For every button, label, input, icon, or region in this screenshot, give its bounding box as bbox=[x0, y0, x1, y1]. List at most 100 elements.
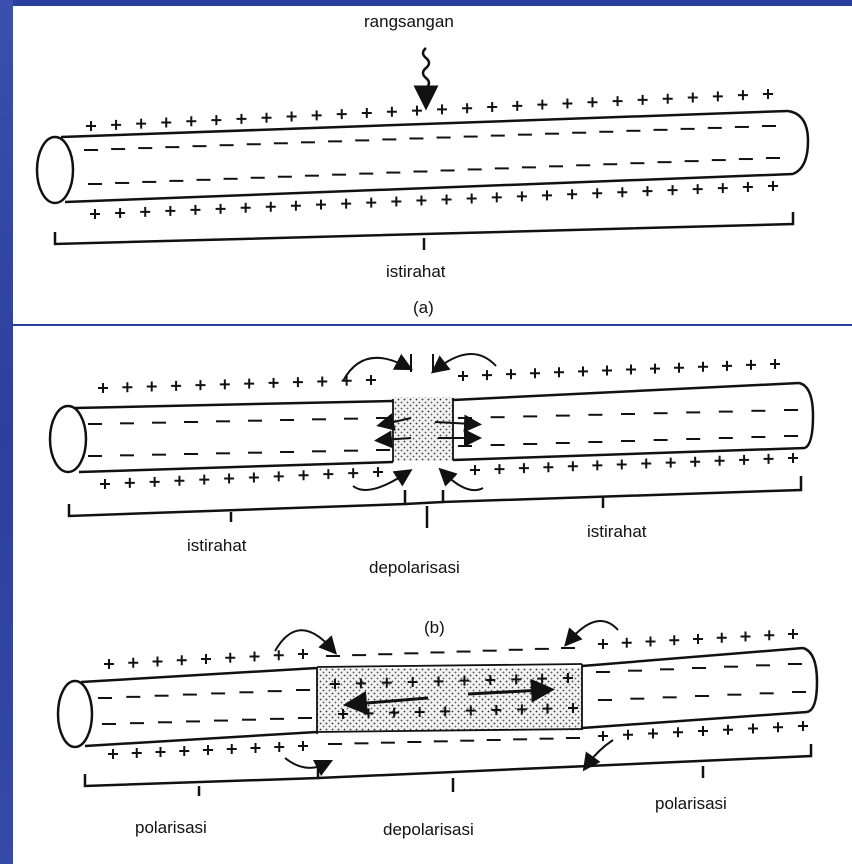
caption-a: (a) bbox=[413, 298, 434, 318]
plus-sign bbox=[743, 182, 753, 192]
plus-sign bbox=[241, 203, 251, 213]
caption-b: (b) bbox=[424, 618, 445, 638]
plus-sign bbox=[156, 747, 166, 757]
plus-sign bbox=[623, 730, 633, 740]
plus-sign bbox=[723, 725, 733, 735]
plus-sign bbox=[442, 194, 452, 204]
plus-sign bbox=[86, 121, 96, 131]
plus-sign bbox=[512, 101, 522, 111]
plus-sign bbox=[291, 201, 301, 211]
plus-sign bbox=[341, 199, 351, 209]
plus-sign bbox=[412, 106, 422, 116]
plus-sign bbox=[115, 208, 125, 218]
plus-sign bbox=[111, 120, 121, 130]
plus-sign bbox=[366, 198, 376, 208]
diagram-bc-panel: istirahat depolarisasi istirahat (b) pol… bbox=[13, 326, 852, 864]
minus-signs-inner-left-c bbox=[98, 690, 312, 724]
plus-sign bbox=[698, 726, 708, 736]
plus-sign bbox=[467, 193, 477, 203]
plus-sign bbox=[262, 113, 272, 123]
depolarization-label-c: depolarisasi bbox=[383, 820, 474, 840]
plus-sign bbox=[562, 98, 572, 108]
plus-sign bbox=[203, 745, 213, 755]
plus-sign bbox=[738, 90, 748, 100]
plus-sign bbox=[648, 729, 658, 739]
plus-sign bbox=[236, 114, 246, 124]
stimulus-arrow bbox=[423, 48, 429, 98]
plus-sign bbox=[251, 743, 261, 753]
rest-label-a: istirahat bbox=[386, 262, 446, 282]
plus-sign bbox=[90, 209, 100, 219]
plus-sign bbox=[337, 109, 347, 119]
plus-sign bbox=[132, 748, 142, 758]
plus-sign bbox=[668, 185, 678, 195]
polarization-label-left-c: polarisasi bbox=[135, 818, 207, 838]
plus-sign bbox=[693, 634, 703, 644]
plus-sign bbox=[669, 635, 679, 645]
plus-sign bbox=[492, 192, 502, 202]
minus-signs-outer-top-c bbox=[326, 648, 575, 656]
bracket-c bbox=[85, 744, 811, 796]
diagram-c-svg bbox=[13, 326, 852, 864]
plus-sign bbox=[718, 183, 728, 193]
plus-sign bbox=[592, 188, 602, 198]
plus-sign bbox=[312, 110, 322, 120]
plus-sign bbox=[177, 655, 187, 665]
plus-sign bbox=[274, 650, 284, 660]
minus-signs-inner-a-2 bbox=[88, 158, 780, 184]
plus-sign bbox=[190, 205, 200, 215]
plus-sign bbox=[642, 186, 652, 196]
plus-sign bbox=[713, 91, 723, 101]
minus-signs-inner-right-c bbox=[596, 664, 806, 700]
plus-sign bbox=[186, 116, 196, 126]
plus-sign bbox=[598, 731, 608, 741]
minus-signs-inner-a-1 bbox=[84, 126, 776, 150]
diagram-a-panel: rangsangan istirahat (a) bbox=[13, 6, 852, 324]
axon-a bbox=[37, 111, 808, 203]
rest-label-left-b: istirahat bbox=[187, 536, 247, 556]
plus-sign bbox=[717, 633, 727, 643]
minus-signs-outer-bottom-c bbox=[328, 738, 580, 744]
plus-sign bbox=[211, 115, 221, 125]
polarization-label-right-c: polarisasi bbox=[655, 794, 727, 814]
plus-sign bbox=[391, 197, 401, 207]
plus-sign bbox=[517, 191, 527, 201]
plus-sign bbox=[764, 630, 774, 640]
plus-signs-top-right-c bbox=[598, 629, 798, 649]
plus-sign bbox=[587, 97, 597, 107]
plus-sign bbox=[646, 637, 656, 647]
plus-sign bbox=[462, 103, 472, 113]
plus-sign bbox=[108, 749, 118, 759]
plus-sign bbox=[179, 746, 189, 756]
plus-sign bbox=[622, 638, 632, 648]
bracket-a bbox=[55, 212, 793, 250]
plus-sign bbox=[768, 181, 778, 191]
plus-sign bbox=[216, 204, 226, 214]
plus-sign bbox=[266, 202, 276, 212]
plus-sign bbox=[741, 632, 751, 642]
plus-sign bbox=[298, 741, 308, 751]
plus-sign bbox=[788, 629, 798, 639]
plus-sign bbox=[140, 207, 150, 217]
plus-sign bbox=[613, 96, 623, 106]
plus-sign bbox=[104, 659, 114, 669]
plus-sign bbox=[542, 190, 552, 200]
plus-sign bbox=[225, 653, 235, 663]
plus-sign bbox=[416, 196, 426, 206]
plus-sign bbox=[387, 107, 397, 117]
plus-sign bbox=[567, 189, 577, 199]
plus-sign bbox=[362, 108, 372, 118]
plus-sign bbox=[201, 654, 211, 664]
plus-sign bbox=[537, 100, 547, 110]
plus-sign bbox=[437, 104, 447, 114]
plus-sign bbox=[136, 119, 146, 129]
rest-label-right-b: istirahat bbox=[587, 522, 647, 542]
plus-sign bbox=[287, 112, 297, 122]
plus-sign bbox=[638, 95, 648, 105]
plus-sign bbox=[128, 658, 138, 668]
stimulus-label: rangsangan bbox=[364, 12, 454, 32]
plus-sign bbox=[748, 724, 758, 734]
plus-sign bbox=[598, 639, 608, 649]
plus-sign bbox=[161, 117, 171, 127]
